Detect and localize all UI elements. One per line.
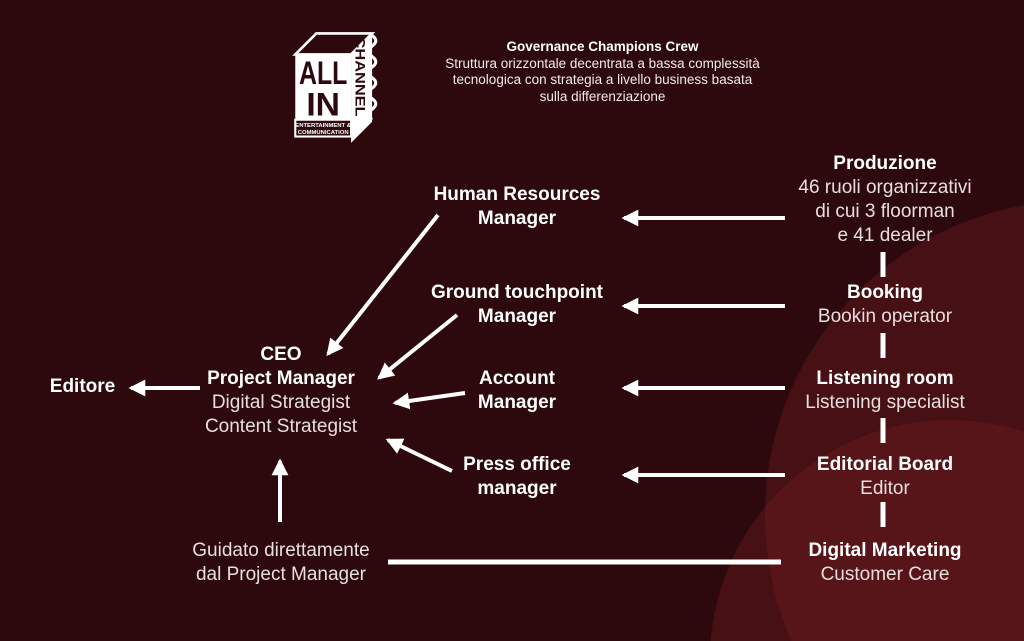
- node-title: Editorial Board: [816, 454, 954, 475]
- node-label-line: Manager: [477, 306, 557, 327]
- slide-subtitle-line: sulla differenziazione: [539, 88, 666, 104]
- logo-front-face: [295, 54, 352, 120]
- node-sub-line: Listening specialist: [805, 392, 965, 413]
- node-sub-line: e 41 dealer: [837, 225, 933, 246]
- node-sub-line: Customer Care: [820, 564, 950, 585]
- node-label-line: Ground touchpoint: [430, 282, 603, 303]
- node-ground-touchpoint-manager: Ground touchpoint Manager: [387, 281, 647, 329]
- node-listening-room: Listening room Listening specialist: [755, 367, 1015, 415]
- node-label-line: Human Resources: [433, 184, 601, 205]
- logo-page-waves: [366, 34, 378, 121]
- logo-word-in: IN: [306, 85, 340, 122]
- node-label-line: Account: [479, 368, 555, 389]
- note-line: dal Project Manager: [195, 564, 367, 585]
- node-title: Produzione: [833, 153, 937, 174]
- note-guidato: Guidato direttamente dal Project Manager: [151, 539, 411, 587]
- node-booking: Booking Bookin operator: [755, 281, 1015, 329]
- node-account-manager: Account Manager: [387, 367, 647, 415]
- ceo-role-line: Digital Strategist: [211, 392, 351, 413]
- node-editore: Editore: [10, 375, 155, 399]
- node-sub-line: Bookin operator: [817, 306, 953, 327]
- node-editorial-board: Editorial Board Editor: [755, 453, 1015, 501]
- ceo-title2: Project Manager: [207, 368, 355, 389]
- node-produzione: Produzione 46 ruoli organizzativi di cui…: [755, 152, 1015, 248]
- logo-footer-line2: COMMUNICATION: [298, 130, 349, 136]
- node-digital-marketing: Digital Marketing Customer Care: [755, 539, 1015, 587]
- node-sub-line: 46 ruoli organizzativi: [798, 177, 972, 198]
- slide-title: Governance Champions Crew: [506, 39, 699, 54]
- note-line: Guidato direttamente: [192, 540, 370, 561]
- node-label-line: Manager: [477, 208, 557, 229]
- slide-subtitle-line: Struttura orizzontale decentrata a bassa…: [445, 55, 760, 71]
- node-label-line: Press office: [463, 454, 571, 475]
- node-human-resources-manager: Human Resources Manager: [387, 183, 647, 231]
- logo-side-text: CHANNEL: [351, 37, 367, 117]
- node-sub-line: Editor: [860, 478, 910, 499]
- node-sub-line: di cui 3 floorman: [815, 201, 955, 222]
- node-title: Digital Marketing: [808, 540, 962, 561]
- ceo-role-line2: Content Strategist: [204, 416, 358, 437]
- all-in-channel-logo-icon: CHANNEL ALL IN ENTERTAINMENT & COMMUNICA…: [292, 32, 378, 143]
- node-title: Booking: [847, 282, 923, 303]
- header: Governance Champions Crew Struttura oriz…: [415, 39, 790, 105]
- ceo-title: CEO: [260, 344, 302, 365]
- logo-word-all: ALL: [299, 54, 347, 91]
- logo-footer-line1: ENTERTAINMENT &: [295, 123, 351, 129]
- logo-footer-band: [294, 118, 353, 138]
- slide-subtitle-line: tecnologica con strategia a livello busi…: [452, 72, 753, 87]
- node-title: Listening room: [816, 368, 954, 389]
- node-label-line: manager: [477, 478, 557, 499]
- node-press-office-manager: Press office manager: [387, 453, 647, 501]
- node-ceo-project-manager: CEO Project Manager Digital Strategist C…: [151, 343, 411, 439]
- node-label-line: Manager: [477, 392, 557, 413]
- node-editore-label: Editore: [49, 376, 116, 397]
- logo-side-face: [351, 33, 373, 143]
